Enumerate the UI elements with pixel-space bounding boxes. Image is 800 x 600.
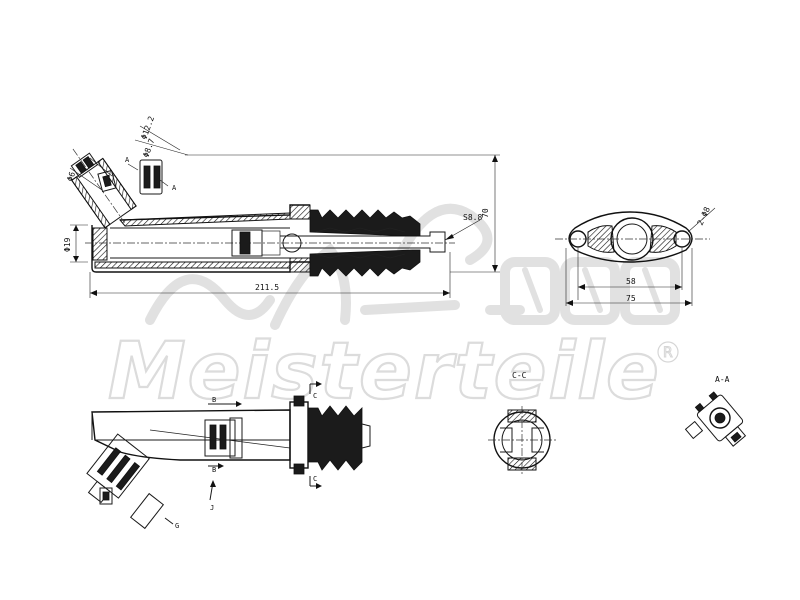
marker-g: G: [175, 522, 179, 530]
marker-c-top: C: [313, 392, 317, 400]
watermark-brand: Meisterteile: [108, 327, 661, 417]
marker-c-bottom: C: [313, 475, 317, 483]
main-side-view: 211.5 70 S8.8 Φ19 Φ12.2 Φ8.7 Φ6 A A: [63, 115, 500, 298]
section-cc-label: C-C: [512, 371, 527, 380]
dim-flange-outer: 75: [626, 294, 636, 303]
dim-overall-height: 70: [481, 208, 490, 218]
marker-b-top: B: [212, 396, 216, 404]
dim-mount-holes: 2-Φ8: [696, 205, 712, 226]
dim-overall-length: 211.5: [255, 283, 279, 292]
registered-letter: R: [663, 345, 673, 361]
flange-view: 58 75 2-Φ8: [555, 205, 716, 306]
dim-boot-size: S8.8: [463, 213, 482, 222]
dim-fitting-dia: Φ6: [65, 170, 77, 182]
section-aa-view: A-A: [684, 375, 747, 447]
bottom-side-view: C C B B J G: [86, 381, 371, 530]
dim-port-dia-outer: Φ12.2: [139, 115, 156, 141]
marker-b-bottom: B: [212, 466, 216, 474]
section-aa-label: A-A: [715, 375, 730, 384]
dim-flange-inner: 58: [626, 277, 636, 286]
marker-a-top: A: [125, 156, 130, 164]
marker-a-bottom: A: [172, 184, 177, 192]
dim-port-dia-inner: Φ8.7: [141, 137, 156, 158]
marker-j: J: [210, 504, 214, 512]
watermark: Meisterteile R: [107, 203, 680, 418]
registered-mark: [657, 341, 679, 363]
dim-bore-dia: Φ19: [63, 237, 72, 252]
section-cc-view: C-C: [488, 371, 556, 474]
